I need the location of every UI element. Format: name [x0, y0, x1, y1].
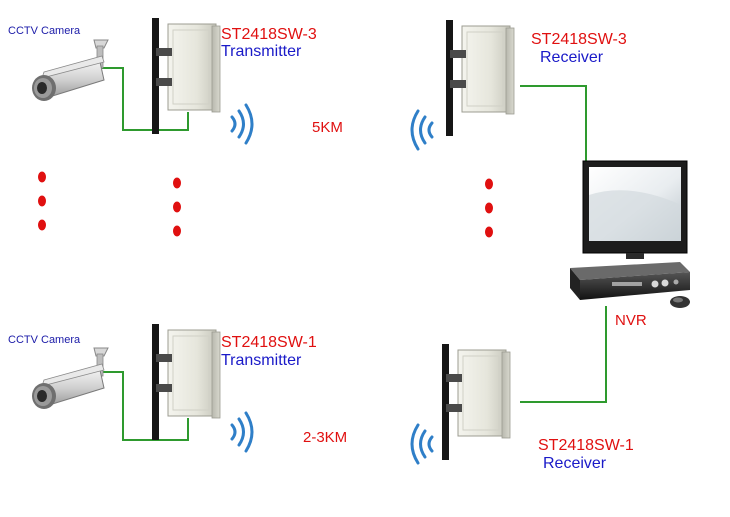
receiver-top-model: ST2418SW-3 [531, 31, 627, 48]
transmitter-top-antenna-icon [151, 17, 221, 135]
transmitter-bottom-role: Transmitter [221, 352, 302, 369]
signal-waves-top-left-icon [230, 103, 254, 145]
camera-bottom-label: CCTV Camera [8, 334, 81, 346]
camera-top-label: CCTV Camera [8, 25, 81, 37]
receiver-bottom-role: Receiver [543, 455, 607, 472]
cable-top-receiver-monitor [520, 85, 587, 166]
signal-waves-top-right-icon [410, 109, 434, 151]
nvr-recorder-icon [570, 262, 690, 300]
receiver-bottom-model: ST2418SW-1 [538, 437, 634, 454]
signal-waves-bottom-right-icon [410, 423, 434, 465]
mouse-icon [670, 296, 690, 308]
cable-bottom-camera-transmitter [96, 371, 189, 441]
ellipsis-dots [38, 171, 493, 238]
receiver-top-antenna-icon [445, 19, 515, 137]
receiver-top-role: Receiver [540, 49, 604, 66]
distance-bottom: 2-3KM [303, 429, 348, 446]
transmitter-top-role: Transmitter [221, 43, 302, 60]
camera-bottom-icon [31, 347, 109, 410]
receiver-bottom-antenna-icon [441, 343, 511, 461]
transmitter-bottom-model: ST2418SW-1 [221, 334, 317, 351]
ellipsis-dots-receivers [485, 178, 493, 238]
cable-top-camera-transmitter [96, 67, 189, 131]
nvr-label: NVR [615, 312, 647, 329]
ellipsis-dots-cameras [38, 171, 46, 231]
transmitter-top-model: ST2418SW-3 [221, 26, 317, 43]
ellipsis-dots-transmitters [173, 177, 181, 237]
monitor-icon [582, 160, 688, 259]
cables [96, 67, 607, 441]
transmitter-bottom-antenna-icon [151, 323, 221, 441]
signal-waves-bottom-left-icon [230, 411, 254, 453]
camera-top-icon [31, 39, 109, 102]
distance-top: 5KM [312, 119, 343, 136]
cable-nvr-bottom-receiver [520, 306, 607, 403]
